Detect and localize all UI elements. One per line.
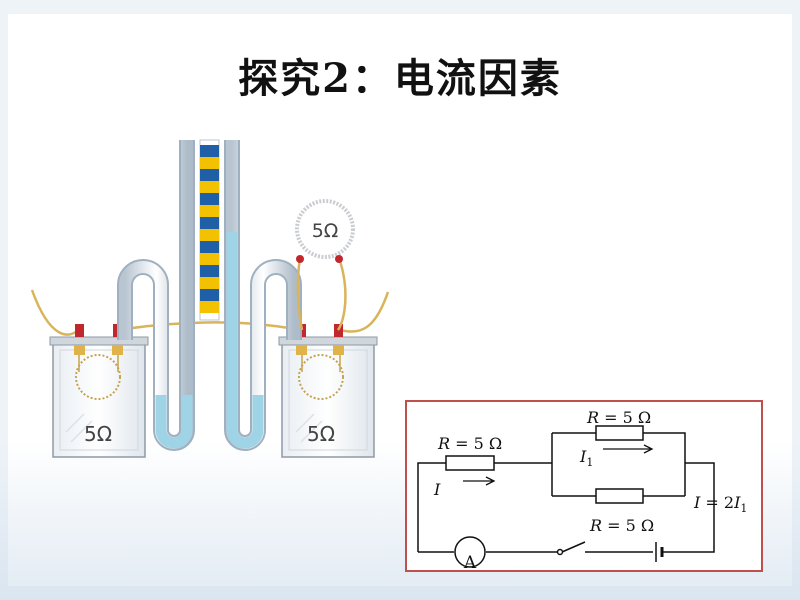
- wire-left-top: [417, 462, 446, 552]
- current-main-label: I: [433, 480, 441, 499]
- right-container: [278, 336, 378, 458]
- ammeter-symbol: [454, 536, 486, 568]
- switch-resistor-label: R = 5 Ω: [589, 516, 654, 535]
- ammeter-label: A: [463, 553, 477, 573]
- switch-contact: [556, 548, 564, 556]
- current-arrow-branch: [603, 444, 654, 454]
- current-branch-label: I1: [579, 447, 593, 469]
- left-container: [49, 336, 149, 458]
- parallel-resistor-top: [595, 425, 644, 441]
- left-container-label: 5Ω: [84, 422, 112, 446]
- slide-title: 探究2：电流因素: [238, 55, 562, 102]
- parallel-resistor-label: R = 5 Ω: [586, 408, 651, 427]
- scale-ruler: [199, 139, 220, 321]
- series-resistor: [445, 455, 495, 471]
- current-relation-label: I = 2I1: [693, 493, 747, 515]
- switch-blade: [561, 541, 586, 553]
- wire-right: [662, 462, 715, 553]
- connecting-wire: [117, 321, 301, 332]
- left-u-tube: [117, 140, 195, 451]
- right-outer-wire: [339, 291, 390, 333]
- right-container-label: 5Ω: [307, 422, 335, 446]
- current-arrow-main: [463, 476, 496, 486]
- parallel-resistor-bottom: [595, 488, 644, 504]
- external-resistor-label: 5Ω: [312, 220, 339, 242]
- right-u-tube: [224, 140, 302, 451]
- external-resistor-coil: [295, 199, 355, 331]
- series-resistor-label: R = 5 Ω: [437, 434, 502, 453]
